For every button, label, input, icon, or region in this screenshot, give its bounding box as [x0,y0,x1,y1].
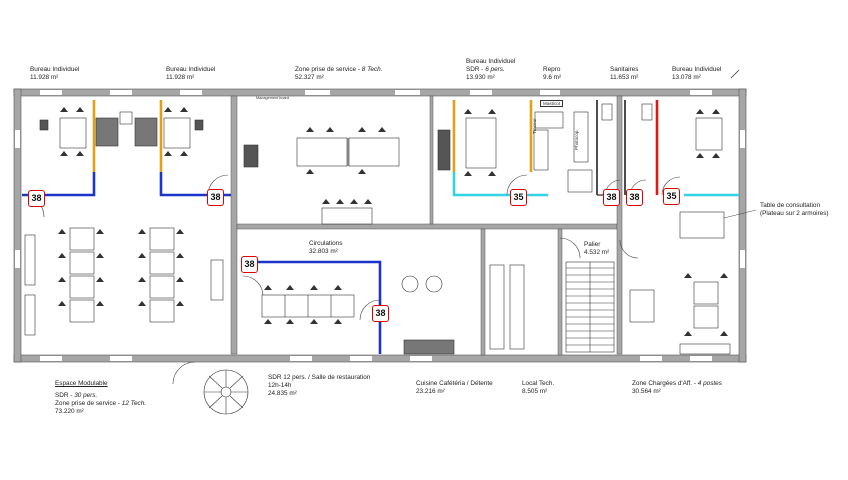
chair [286,319,294,324]
consultation-table-label: Table de consultation(Plateau sur 2 armo… [760,202,829,217]
chair [138,301,146,306]
chair [138,229,146,234]
fire-rating-badge: 35 [510,189,527,206]
photocop-tag: Photocop. [574,129,579,150]
chair [306,169,314,174]
chair [264,285,272,290]
chair [696,109,704,114]
chair [488,171,496,176]
chair [334,319,342,324]
chair [96,301,104,306]
sdr-6-table [437,111,593,193]
chair [464,171,472,176]
chair [310,319,318,324]
chair [176,301,184,306]
sdr12-tables [261,264,525,355]
chair [96,229,104,234]
chair [336,199,344,204]
chair [322,199,330,204]
service-zone-desks [243,137,400,225]
chair [180,107,188,112]
room-label-espace-modulable: Espace Modulable SDR - 30 pers. Zone pri… [55,380,147,415]
chair [310,285,318,290]
chair [58,301,66,306]
chair [180,151,188,156]
chair [334,285,342,290]
chair [138,253,146,258]
room-label-bureau-sdr6: Bureau Individuel SDR - 6 pers. 13.930 m… [466,58,516,81]
chair [58,277,66,282]
chair [164,151,172,156]
board-tag: Management board [256,96,289,100]
spiral-staircase [203,369,249,415]
chair [720,331,728,336]
outer-walls [13,88,747,363]
desk-group-bureau-1 [39,111,204,149]
chair [96,277,104,282]
fire-rating-badge: 38 [626,189,643,206]
modular-tables [24,227,224,336]
north-arrow [730,69,740,79]
fire-rating-badge: 38 [372,305,389,322]
chair [264,319,272,324]
chair [286,285,294,290]
chair [306,127,314,132]
fire-rating-badge: 38 [603,189,620,206]
fire-rating-badge: 38 [28,190,45,207]
chair [684,273,692,278]
room-label-zone-chargees: Zone Chargées d'Aff. - 4 postes 30.564 m… [632,380,722,395]
chair [60,151,68,156]
chair [60,107,68,112]
chair [720,273,728,278]
chair [164,107,172,112]
chair [138,277,146,282]
chair [76,151,84,156]
leader-line [723,209,757,219]
right-rooms [601,103,731,355]
chair [58,253,66,258]
chair [58,229,66,234]
fire-rating-badge: 38 [241,256,258,273]
chair [176,229,184,234]
chair [96,253,104,258]
interior-walls [230,95,623,356]
chair [326,127,334,132]
chair [76,107,84,112]
traceur-tag: Traceur [532,118,537,134]
masticot-tag: Masticot [540,100,564,107]
door-swings [21,174,681,385]
chair [712,153,720,158]
fire-rating-badge: 38 [207,189,224,206]
staircase [565,261,615,353]
chair [712,109,720,114]
room-label-local-tech: Local Tech.8.505 m² [522,380,555,395]
chair [464,109,472,114]
room-label-zone-service: Zone prise de service - 8 Tech. 52.327 m… [295,66,383,81]
chair [358,127,366,132]
chair [350,199,358,204]
chair [358,169,366,174]
chairs [58,107,728,336]
chair [696,153,704,158]
chair [488,109,496,114]
chair [176,277,184,282]
chair [684,331,692,336]
fire-rating-badge: 35 [663,188,680,205]
chair [364,199,372,204]
chair [176,253,184,258]
chair [378,127,386,132]
